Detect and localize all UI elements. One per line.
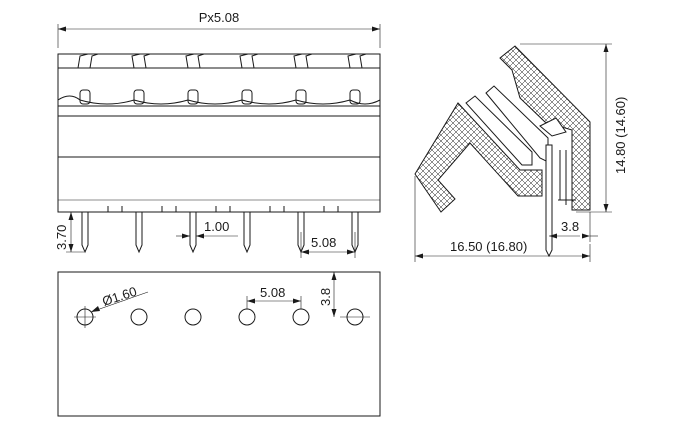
bottom-view: Ø1.60 5.08 3.8 xyxy=(57,271,381,417)
housing-body xyxy=(57,53,381,213)
hole-offset-label: 3.8 xyxy=(318,288,333,306)
side-height-label: 14.80 (14.60) xyxy=(613,97,628,174)
pin-width-label: 1.00 xyxy=(204,219,229,234)
side-offset-dimension: 3.8 xyxy=(549,212,598,242)
front-pins xyxy=(81,211,359,254)
front-view: Px5.08 xyxy=(54,10,381,258)
pin-pitch-label: 5.08 xyxy=(311,235,336,250)
side-height-dimension: 14.80 (14.60) xyxy=(520,43,628,213)
pcb-holes xyxy=(74,306,370,328)
side-depth-dimension: 16.50 (16.80) xyxy=(414,176,591,262)
side-depth-label: 16.50 (16.80) xyxy=(450,239,527,254)
pitch-total-dimension: Px5.08 xyxy=(57,10,381,48)
pin-length-label: 3.70 xyxy=(54,225,69,250)
side-view: 14.80 (14.60) 3.8 16.50 (16.80) xyxy=(414,43,628,262)
side-offset-label: 3.8 xyxy=(561,219,579,234)
pin-width-dimension: 1.00 xyxy=(176,219,238,239)
pitch-total-label: Px5.08 xyxy=(199,10,239,25)
hole-offset-dimension: 3.8 xyxy=(318,272,337,317)
pin-length-dimension: 3.70 xyxy=(54,211,84,253)
hole-pitch-dimension: 5.08 xyxy=(246,285,302,309)
pin-pitch-dimension: 5.08 xyxy=(300,232,356,258)
hole-pitch-label: 5.08 xyxy=(260,285,285,300)
